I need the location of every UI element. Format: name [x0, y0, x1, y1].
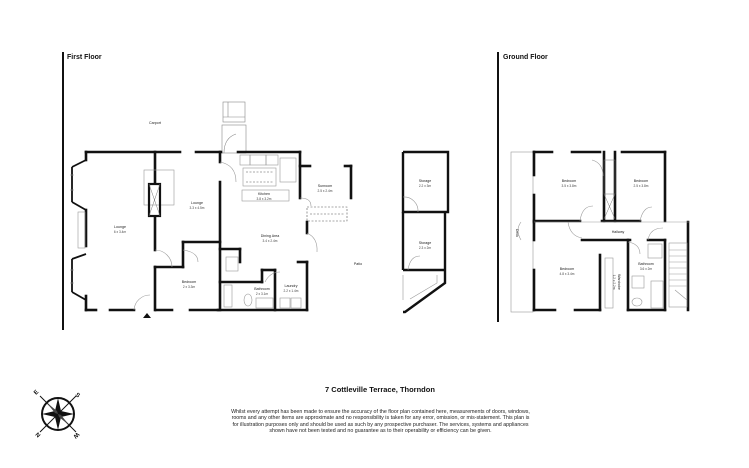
property-address-title: 7 Cottleville Terrace, Thorndon [325, 385, 435, 394]
room-name: Bedroom [182, 280, 197, 284]
staircase [668, 242, 688, 308]
deck [510, 151, 534, 313]
room-name: Bathroom [638, 262, 654, 266]
room-dims: 3.3 x 4.5m [190, 206, 205, 210]
room-name: Bedroom [634, 179, 649, 183]
ground-floor-plan [510, 150, 690, 313]
room-dims: 3.4 x 2.4m [263, 239, 278, 243]
room-dims: 2.3 x 2m [419, 246, 432, 250]
carport-label: Carport [149, 121, 161, 125]
carport-steps [221, 101, 247, 154]
room-name: Sunroom [318, 184, 333, 188]
room-name: Laundry [285, 284, 298, 288]
room-dims: 2 x 3.3m [183, 285, 196, 289]
room-name: Bedroom [562, 179, 577, 183]
room-dims: 2.2 x 3m [419, 184, 432, 188]
kitchen-fixtures [239, 154, 297, 202]
compass-s: S [74, 392, 81, 399]
first-floor-labels: Carport Patio Lounge 6 x 3.4m Lounge 3.3… [114, 121, 432, 296]
room-name: Hallway [612, 230, 625, 234]
room-name: Storage [419, 179, 432, 183]
first-floor-rule [62, 52, 64, 330]
sunroom-bench [306, 206, 348, 222]
room-dims: 2.2 x 1.4m [284, 289, 299, 293]
door-swings [133, 161, 318, 311]
compass-e: E [33, 389, 40, 396]
room-name: Bedroom [560, 267, 575, 271]
compass-n: N [35, 431, 42, 438]
deck-label: Deck [515, 229, 519, 237]
room-name: Storage [419, 241, 432, 245]
bathroom-fixtures [223, 256, 302, 309]
room-dims: 3.5 x 3.8m [562, 184, 577, 188]
first-floor-label: First Floor [67, 54, 102, 61]
room-dims: 3.8 x 3.2m [257, 197, 272, 201]
entrance-marker [143, 313, 151, 318]
disclaimer-text: Whilst every attempt has been made to en… [231, 409, 530, 435]
compass-w: W [71, 431, 79, 439]
ground-floor-label: Ground Floor [503, 54, 548, 61]
storage-building [401, 150, 450, 314]
room-dims: 1.2 x 2.2m [612, 275, 616, 290]
room-dims: 3.6 x 2m [640, 267, 653, 271]
room-name: Kitchen [258, 192, 270, 196]
room-name: Lounge [191, 201, 203, 205]
fireplace [143, 169, 175, 218]
room-name: Wardrobe [617, 274, 621, 290]
ground-floor-labels: Bedroom 3.5 x 3.8m Bedroom 2.5 x 3.8m Ha… [515, 179, 654, 290]
room-dims: 2 x 3.1m [256, 292, 269, 296]
room-dims: 2.5 x 2.4m [318, 189, 333, 193]
room-name: Dining Area [261, 234, 280, 238]
room-dims: 2.5 x 3.8m [634, 184, 649, 188]
room-dims: 4.8 x 3.4m [560, 272, 575, 276]
patio-label: Patio [354, 262, 362, 266]
room-name: Bathroom [254, 287, 270, 291]
first-floor-plan [70, 101, 450, 318]
room-dims: 6 x 3.4m [114, 230, 127, 234]
compass-rose-icon: E S N W [33, 389, 81, 439]
room-name: Lounge [114, 225, 126, 229]
ground-floor-rule [497, 52, 499, 322]
